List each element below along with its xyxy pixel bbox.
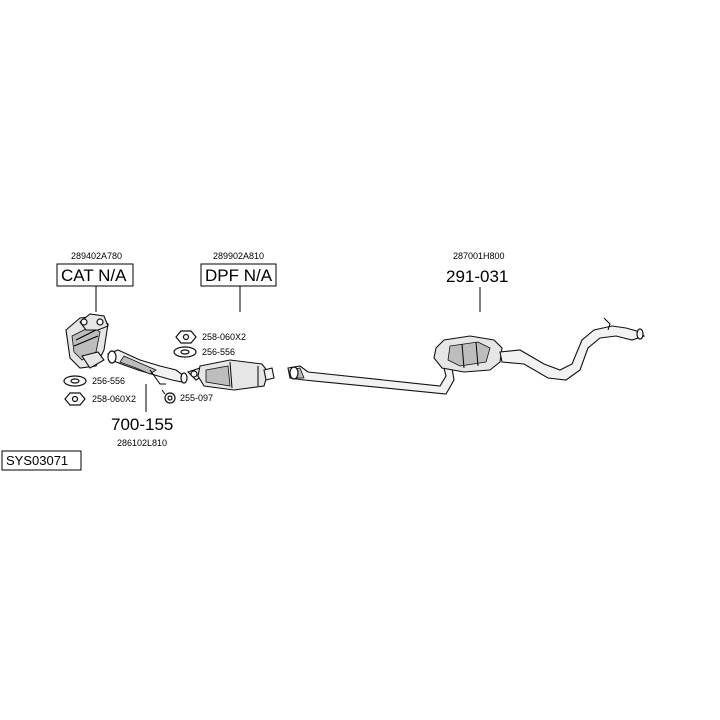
nut-front-icon[interactable] — [64, 392, 86, 406]
dpf-label-box — [200, 263, 277, 287]
catalyst-label-box — [56, 263, 134, 287]
nut-front-label[interactable]: 258-060X2 — [92, 394, 136, 404]
rear-silencer-part[interactable] — [287, 317, 646, 395]
dpf-label[interactable]: DPF N/A — [205, 266, 273, 285]
gasket-dpf-label[interactable]: 256-556 — [202, 347, 235, 357]
rear-silencer-label[interactable]: 291-031 — [446, 267, 508, 286]
front-pipe-label[interactable]: 700-155 — [111, 415, 173, 434]
clamp-icon[interactable] — [161, 389, 176, 404]
front-pipe-part[interactable] — [107, 349, 188, 385]
dpf-part[interactable] — [186, 359, 275, 391]
gasket-dpf-icon[interactable] — [173, 346, 197, 358]
dpf-oe-number[interactable]: 289902A810 — [213, 251, 264, 261]
system-code-box — [1, 450, 82, 471]
rear-silencer-oe-number[interactable]: 287001H800 — [453, 251, 505, 261]
nut-dpf-icon[interactable] — [175, 330, 197, 344]
nut-dpf-label[interactable]: 258-060X2 — [202, 332, 246, 342]
gasket-front-label[interactable]: 256-556 — [92, 376, 125, 386]
clamp-label[interactable]: 255-097 — [180, 393, 213, 403]
system-code: SYS03071 — [6, 453, 68, 468]
catalyst-label[interactable]: CAT N/A — [61, 266, 127, 285]
catalyst-part[interactable] — [65, 313, 109, 369]
catalyst-oe-number[interactable]: 289402A780 — [71, 251, 122, 261]
gasket-front-icon[interactable] — [63, 375, 87, 387]
front-pipe-oe-number[interactable]: 286102L810 — [117, 438, 167, 448]
